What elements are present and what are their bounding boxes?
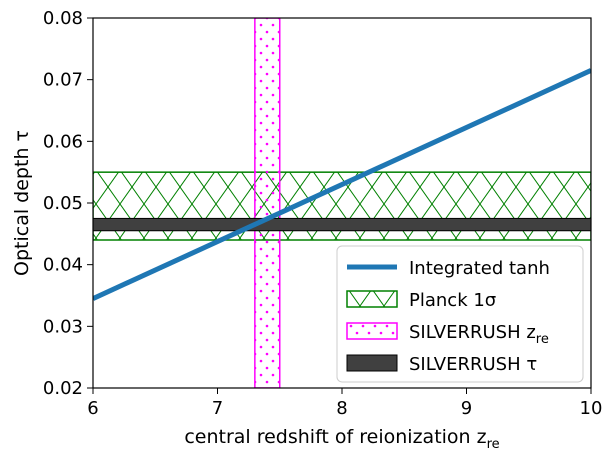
- y-tick-label: 0.06: [43, 131, 83, 152]
- x-tick-label: 8: [336, 398, 347, 419]
- y-tick-label: 0.07: [43, 70, 83, 91]
- y-tick-label: 0.02: [43, 378, 83, 399]
- legend-label: Planck 1σ: [409, 290, 496, 311]
- x-tick-label: 7: [212, 398, 223, 419]
- y-axis-label: Optical depth τ: [11, 130, 33, 276]
- x-axis-label-text: central redshift of reionization z: [184, 426, 486, 448]
- plot-area: [93, 18, 591, 388]
- x-tick-label: 10: [580, 398, 603, 419]
- x-tick-label: 9: [461, 398, 472, 419]
- y-tick-label: 0.08: [43, 8, 83, 29]
- legend-label: Integrated tanh: [409, 258, 550, 279]
- legend-handle: [346, 290, 398, 308]
- legend-handle: [346, 322, 398, 340]
- y-tick-label: 0.04: [43, 255, 83, 276]
- legend-label: SILVERRUSH zre: [409, 322, 549, 347]
- x-axis-label-subscript: re: [487, 437, 500, 452]
- band-1: [254, 18, 281, 388]
- y-tick-label: 0.05: [43, 193, 83, 214]
- x-axis: 6 7 8 9 10: [87, 388, 602, 419]
- legend-handle: [346, 354, 398, 372]
- y-tick-label: 0.03: [43, 316, 83, 337]
- x-tick-label: 6: [87, 398, 98, 419]
- legend-label: SILVERRUSH τ: [409, 354, 537, 375]
- y-axis: 0.02 0.03 0.04 0.05 0.06 0.07 0.08: [43, 8, 93, 399]
- band-2: [93, 217, 591, 232]
- x-axis-label: central redshift of reionization zre: [184, 426, 499, 452]
- legend-box: [336, 245, 584, 383]
- series-line-0: [93, 68, 591, 301]
